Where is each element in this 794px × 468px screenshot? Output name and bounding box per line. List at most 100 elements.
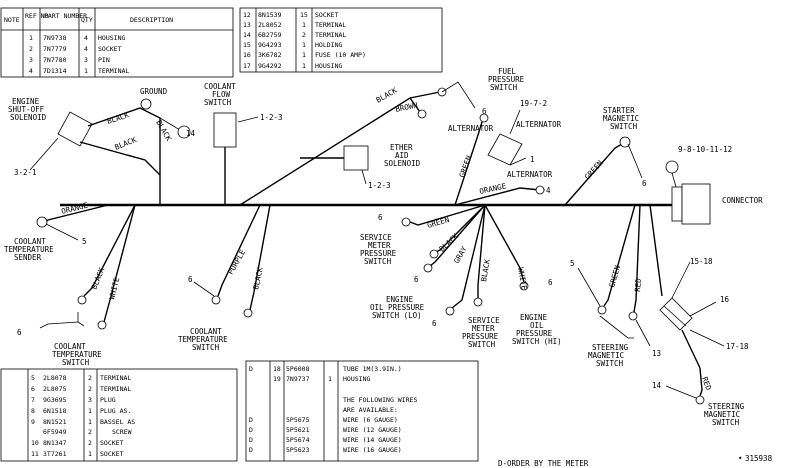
table-cell: 8N1521 (43, 418, 67, 426)
label-line: STEERING (708, 402, 745, 411)
table-cell: 1 (84, 67, 88, 75)
table-cell: 9G4293 (258, 41, 282, 49)
image-number-bullet: • (738, 454, 743, 463)
callout-5: 5 (82, 237, 87, 246)
table-cell: PLUG AS. (100, 407, 131, 415)
table-cell: TERMINAL (100, 385, 131, 393)
callout-17-18: 17-18 (726, 342, 749, 351)
callout-16: 16 (720, 295, 730, 304)
header-part: PART NUMBER (44, 12, 87, 20)
label-line: TEMPERATURE (178, 335, 228, 344)
alternator-label: ALTERNATOR (516, 120, 562, 129)
label-line: SWITCH (192, 343, 220, 352)
label-line: ENGINE (386, 295, 414, 304)
label-line: ENGINE (520, 313, 548, 322)
table-cell: 19 (273, 375, 281, 383)
table-cell: 4 (84, 34, 88, 42)
table-cell: WIRE (16 GAUGE) (343, 446, 402, 454)
table-cell: D (249, 426, 253, 434)
table-cell: 1 (302, 41, 306, 49)
label-line: SWITCH (LO) (372, 311, 422, 320)
label-line: SERVICE (468, 316, 500, 325)
label-line: COOLANT (14, 237, 46, 246)
table-cell: 2 (29, 45, 33, 53)
table-cell: 6 (31, 385, 35, 393)
callout-14: 14 (186, 129, 196, 138)
table-cell: HOUSING (315, 62, 342, 70)
table-cell: PLUG (100, 396, 116, 404)
table-cell: 2L8075 (43, 385, 67, 393)
table-cell: 15 (243, 41, 251, 49)
label-line: STEERING (592, 343, 629, 352)
table-cell: 1 (88, 450, 92, 458)
parts-table-bottom-left: 5 2L8078 2 TERMINAL 6 2L8075 2 TERMINAL … (0, 368, 238, 462)
table-cell: 4 (29, 67, 33, 75)
table-cell: D (249, 436, 253, 444)
ether-aid-solenoid: ETHER AID SOLENOID 1-2-3 (300, 143, 421, 190)
callout-6: 6 (188, 275, 193, 284)
callout-6: 6 (482, 107, 487, 116)
label-line: PRESSURE (360, 249, 397, 258)
callout-1: 1 (530, 155, 535, 164)
table-cell: SOCKET (100, 439, 124, 447)
callout-6: 6 (414, 275, 419, 284)
label-line: ENGINE (12, 97, 40, 106)
header-qty: QTY (81, 16, 93, 24)
wire-label-green: GREEN (607, 264, 622, 288)
parts-table-top-left: NOTE REF NO PART NUMBER QTY DESCRIPTION … (0, 7, 234, 78)
label-line: SWITCH (62, 358, 90, 367)
header-ref: REF NO (25, 12, 49, 20)
wire-label-white: WHITE (107, 276, 121, 301)
wire-label-brown: BROWN (395, 100, 419, 113)
table-cell: 5 (31, 374, 35, 382)
wire-label-black: BLACK (106, 110, 131, 126)
table-cell: 16 (243, 51, 251, 59)
table-cell: FUSE (10 AMP) (315, 51, 366, 59)
wire-label-green: GREEN (583, 159, 605, 182)
table-cell: 6F5949 (43, 428, 67, 436)
steering-magnetic-switch-left: 5 13 GREEN RED STEERING MAGNETIC SWITCH (570, 204, 661, 368)
table-cell: 2 (88, 428, 92, 436)
callout-6: 6 (432, 319, 437, 328)
label-line: SWITCH (610, 122, 638, 131)
table-cell: 5P5674 (286, 436, 310, 444)
wire-label-black: BLACK (113, 135, 138, 152)
alternator: ALTERNATOR ALTERNATOR ALTERNATOR 19-7-2 … (448, 99, 562, 206)
wire-label-black: BLACK (479, 258, 492, 282)
table-cell: 11 (31, 450, 39, 458)
table-cell: 14 (243, 31, 251, 39)
label-line: MAGNETIC (588, 351, 624, 360)
label-line: AID (395, 151, 409, 160)
table-cell: 3T7261 (43, 450, 67, 458)
table-cell: 17 (243, 62, 251, 70)
table-cell: D (249, 446, 253, 454)
wire-label-black: BLACK (90, 266, 107, 291)
label-line: SWITCH (364, 257, 392, 266)
label-line: SWITCH (596, 359, 624, 368)
table-cell: TERMINAL (100, 374, 131, 382)
label-line: OIL PRESSURE (370, 303, 425, 312)
table-cell: 9G4292 (258, 62, 282, 70)
table-cell: 4 (84, 45, 88, 53)
table-cell: 3 (29, 56, 33, 64)
table-cell: SOCKET (98, 45, 122, 53)
table-cell: 1 (302, 51, 306, 59)
wire-label-green: GREEN (457, 154, 473, 178)
table-cell: 10 (31, 439, 39, 447)
callout-1-2-3: 1-2-3 (368, 181, 391, 190)
table-cell: 5P6008 (286, 365, 310, 373)
callout-9-12: 9-8-10-11-12 (678, 145, 732, 154)
coolant-temp-switch-middle: 6 PURPLE BLACK COOLANT TEMPERATURE SWITC… (178, 204, 271, 352)
table-cell: TERMINAL (98, 67, 129, 75)
callout-6: 6 (378, 213, 383, 222)
table-cell: TERMINAL (315, 21, 346, 29)
table-cell: HOUSING (98, 34, 125, 42)
table-cell: 7N7780 (43, 56, 67, 64)
label-line: SOLENOID (10, 113, 47, 122)
callout-6: 6 (548, 278, 553, 287)
parts-table-bottom-right: D 18 5P6008 TUBE 1M(3.9IN.) 19 7N9737 1 … (245, 360, 479, 462)
label-line: PRESSURE (462, 332, 499, 341)
label-line: ETHER (390, 143, 413, 152)
table-cell: HOLDING (315, 41, 342, 49)
